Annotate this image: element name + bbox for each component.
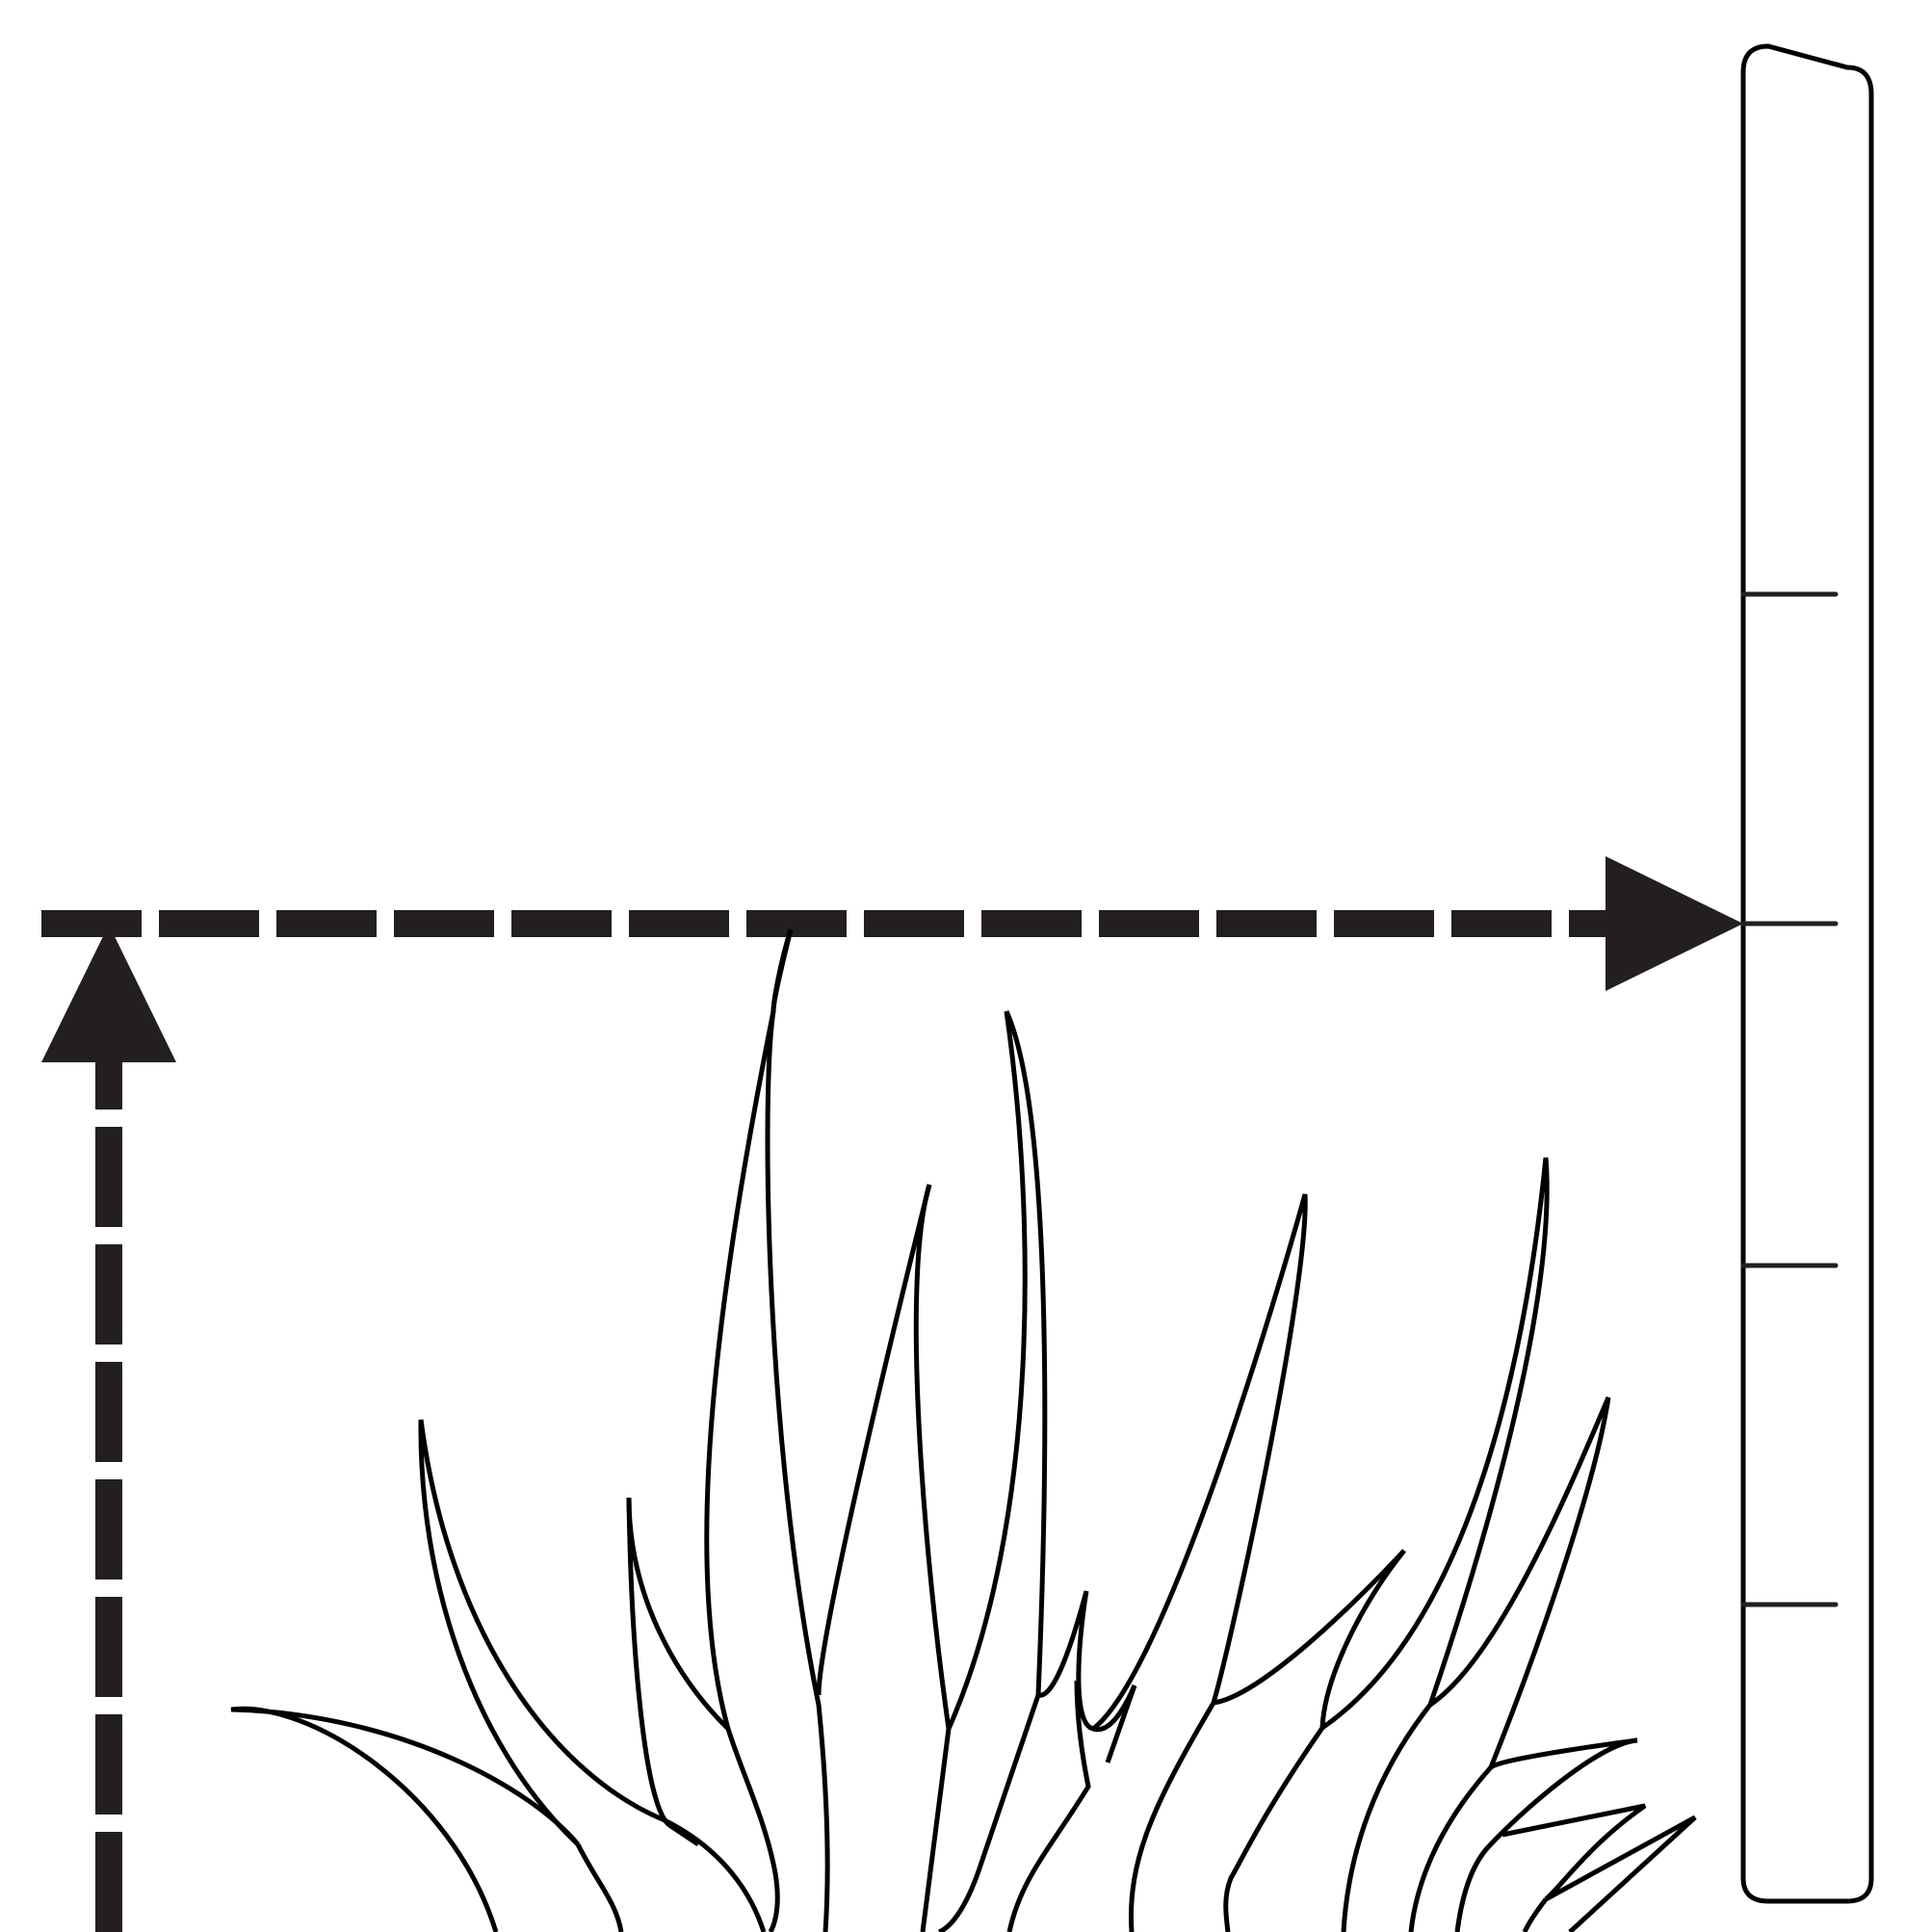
ruler [1740, 43, 1874, 1904]
grass-blade [1544, 1815, 1697, 1932]
grass-blade [626, 1497, 700, 1847]
grass-blade [1454, 1737, 1638, 1932]
grass-blade [418, 1419, 767, 1932]
grass-blade [575, 1842, 624, 1932]
grass-blade [946, 1010, 1028, 1731]
grass-blade [816, 1184, 932, 1696]
horizontal-dashed-arrow [41, 856, 1743, 991]
grass-blade [418, 1419, 580, 1846]
grass-blade [937, 1009, 1048, 1932]
grass-blade [1105, 1684, 1137, 1763]
grass-clump [230, 928, 1697, 1932]
horizontal-arrowhead-icon [1606, 856, 1743, 991]
grass-blade [1006, 1680, 1091, 1932]
vertical-arrowhead-icon [41, 925, 176, 1062]
grass-blade [230, 1706, 580, 1932]
grass-blade [1320, 1157, 1550, 1932]
grass-blade [1091, 1193, 1308, 1932]
grass-blade [1213, 1549, 1406, 1932]
grass-blade [913, 1184, 952, 1932]
grass-blade [626, 1497, 730, 1731]
grass-blade [1522, 1897, 1548, 1932]
grass-blade [1037, 1590, 1137, 1733]
grass-blade [765, 928, 830, 1932]
vertical-dashed-arrow [41, 925, 176, 1932]
ruler-body [1740, 43, 1874, 1904]
grass-blade [704, 928, 794, 1932]
grass-blade [1408, 1397, 1611, 1932]
